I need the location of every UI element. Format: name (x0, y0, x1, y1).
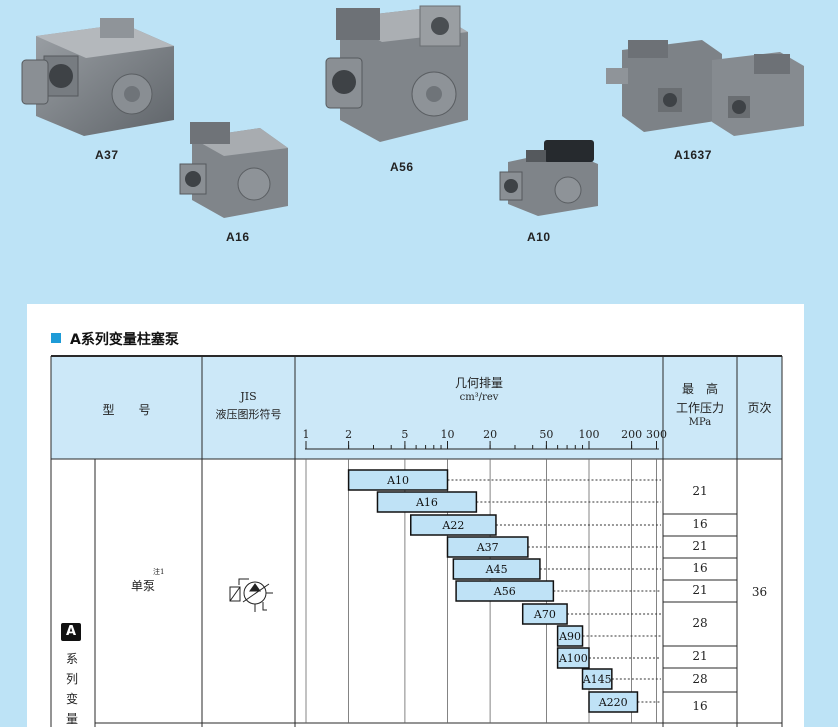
bar-a220 (588, 691, 639, 713)
header-model: 型 号 (102, 403, 151, 417)
axis-tick-label: 20 (483, 428, 497, 441)
bar-a90 (556, 625, 584, 647)
pump-image-a16 (176, 120, 294, 222)
bar-label-a37: A37 (476, 541, 499, 554)
series-vertical-char-1: 系 (66, 652, 79, 666)
page-number: 36 (751, 585, 768, 599)
bar-label-a145: A145 (582, 673, 612, 686)
bar-label-a56: A56 (493, 585, 516, 598)
header-displacement-title: 几何排量 (454, 376, 503, 390)
pump-image-a1637 (604, 36, 808, 140)
bar-label-a16: A16 (415, 496, 438, 509)
header-pressure-line2: 工作压力 (675, 401, 724, 415)
pump-label-a16: A16 (226, 230, 250, 244)
series-icon: A (61, 623, 81, 641)
pressure-value-a45: 16 (692, 561, 708, 575)
single-pump-label: 单泵 (131, 579, 156, 593)
spec-panel: A系列变量柱塞泵 (27, 304, 804, 727)
pump-label-a37: A37 (95, 148, 119, 162)
bar-label-a45: A45 (485, 563, 508, 576)
axis-tick-label: 100 (579, 428, 600, 441)
bar-label-a10: A10 (386, 474, 409, 487)
bar-a56 (455, 580, 555, 602)
pressure-value-a56: 21 (692, 583, 708, 597)
bar-a145 (581, 668, 613, 690)
bar-a10 (347, 469, 449, 491)
pressure-value-a22: 16 (692, 517, 708, 531)
pressure-value-a70: 28 (692, 616, 708, 630)
header-jis-line1: JIS (240, 390, 257, 403)
bar-label-a22: A22 (441, 519, 464, 532)
axis-tick-label: 10 (441, 428, 455, 441)
bar-label-a70: A70 (533, 608, 556, 621)
header-page: 页次 (747, 401, 772, 415)
pressure-value-a220: 16 (692, 699, 708, 713)
section-marker (51, 333, 61, 343)
series-icon-letter: A (65, 624, 77, 639)
pump-label-a56: A56 (390, 160, 414, 174)
header-displacement-unit: cm³/rev (459, 392, 499, 403)
pump-image-a37 (14, 16, 186, 144)
pump-image-a56 (316, 2, 474, 148)
pump-label-a10: A10 (527, 230, 551, 244)
series-vertical-char-4: 量 (66, 712, 79, 726)
pressure-value-a100: 21 (692, 649, 708, 663)
single-pump-note: 注1 (153, 568, 165, 576)
bar-a16 (376, 491, 478, 513)
pump-label-a1637: A1637 (674, 148, 712, 162)
bar-a100 (556, 647, 590, 669)
bar-a37 (446, 536, 529, 558)
hydraulic-symbol-icon (229, 578, 273, 612)
header-pressure-line3: MPa (688, 417, 712, 428)
axis-tick-label: 300 (646, 428, 667, 441)
pressure-value-a37: 21 (692, 539, 708, 553)
axis-tick-label: 5 (401, 428, 408, 441)
bar-a45 (452, 558, 541, 580)
pressure-value-a145: 28 (692, 672, 708, 686)
section-title: A系列变量柱塞泵 (70, 332, 179, 348)
series-vertical-char-3: 变 (66, 692, 79, 706)
bar-label-a100: A100 (558, 652, 588, 665)
axis-tick-label: 200 (621, 428, 642, 441)
series-vertical-char-2: 列 (66, 672, 79, 686)
axis-tick-label: 2 (345, 428, 352, 441)
bar-label-a90: A90 (558, 630, 581, 643)
bar-a70 (521, 603, 568, 625)
table-header-bg (51, 357, 782, 459)
pump-image-a10 (498, 136, 604, 220)
axis-tick-label: 50 (539, 428, 553, 441)
bar-label-a220: A220 (598, 696, 628, 709)
axis-tick-label: 1 (303, 428, 310, 441)
pressure-value-a10: 21 (692, 484, 708, 498)
bar-a22 (410, 514, 497, 536)
header-jis-line2: 液压图形符号 (215, 408, 282, 421)
header-pressure-line1: 最 高 (681, 382, 718, 396)
